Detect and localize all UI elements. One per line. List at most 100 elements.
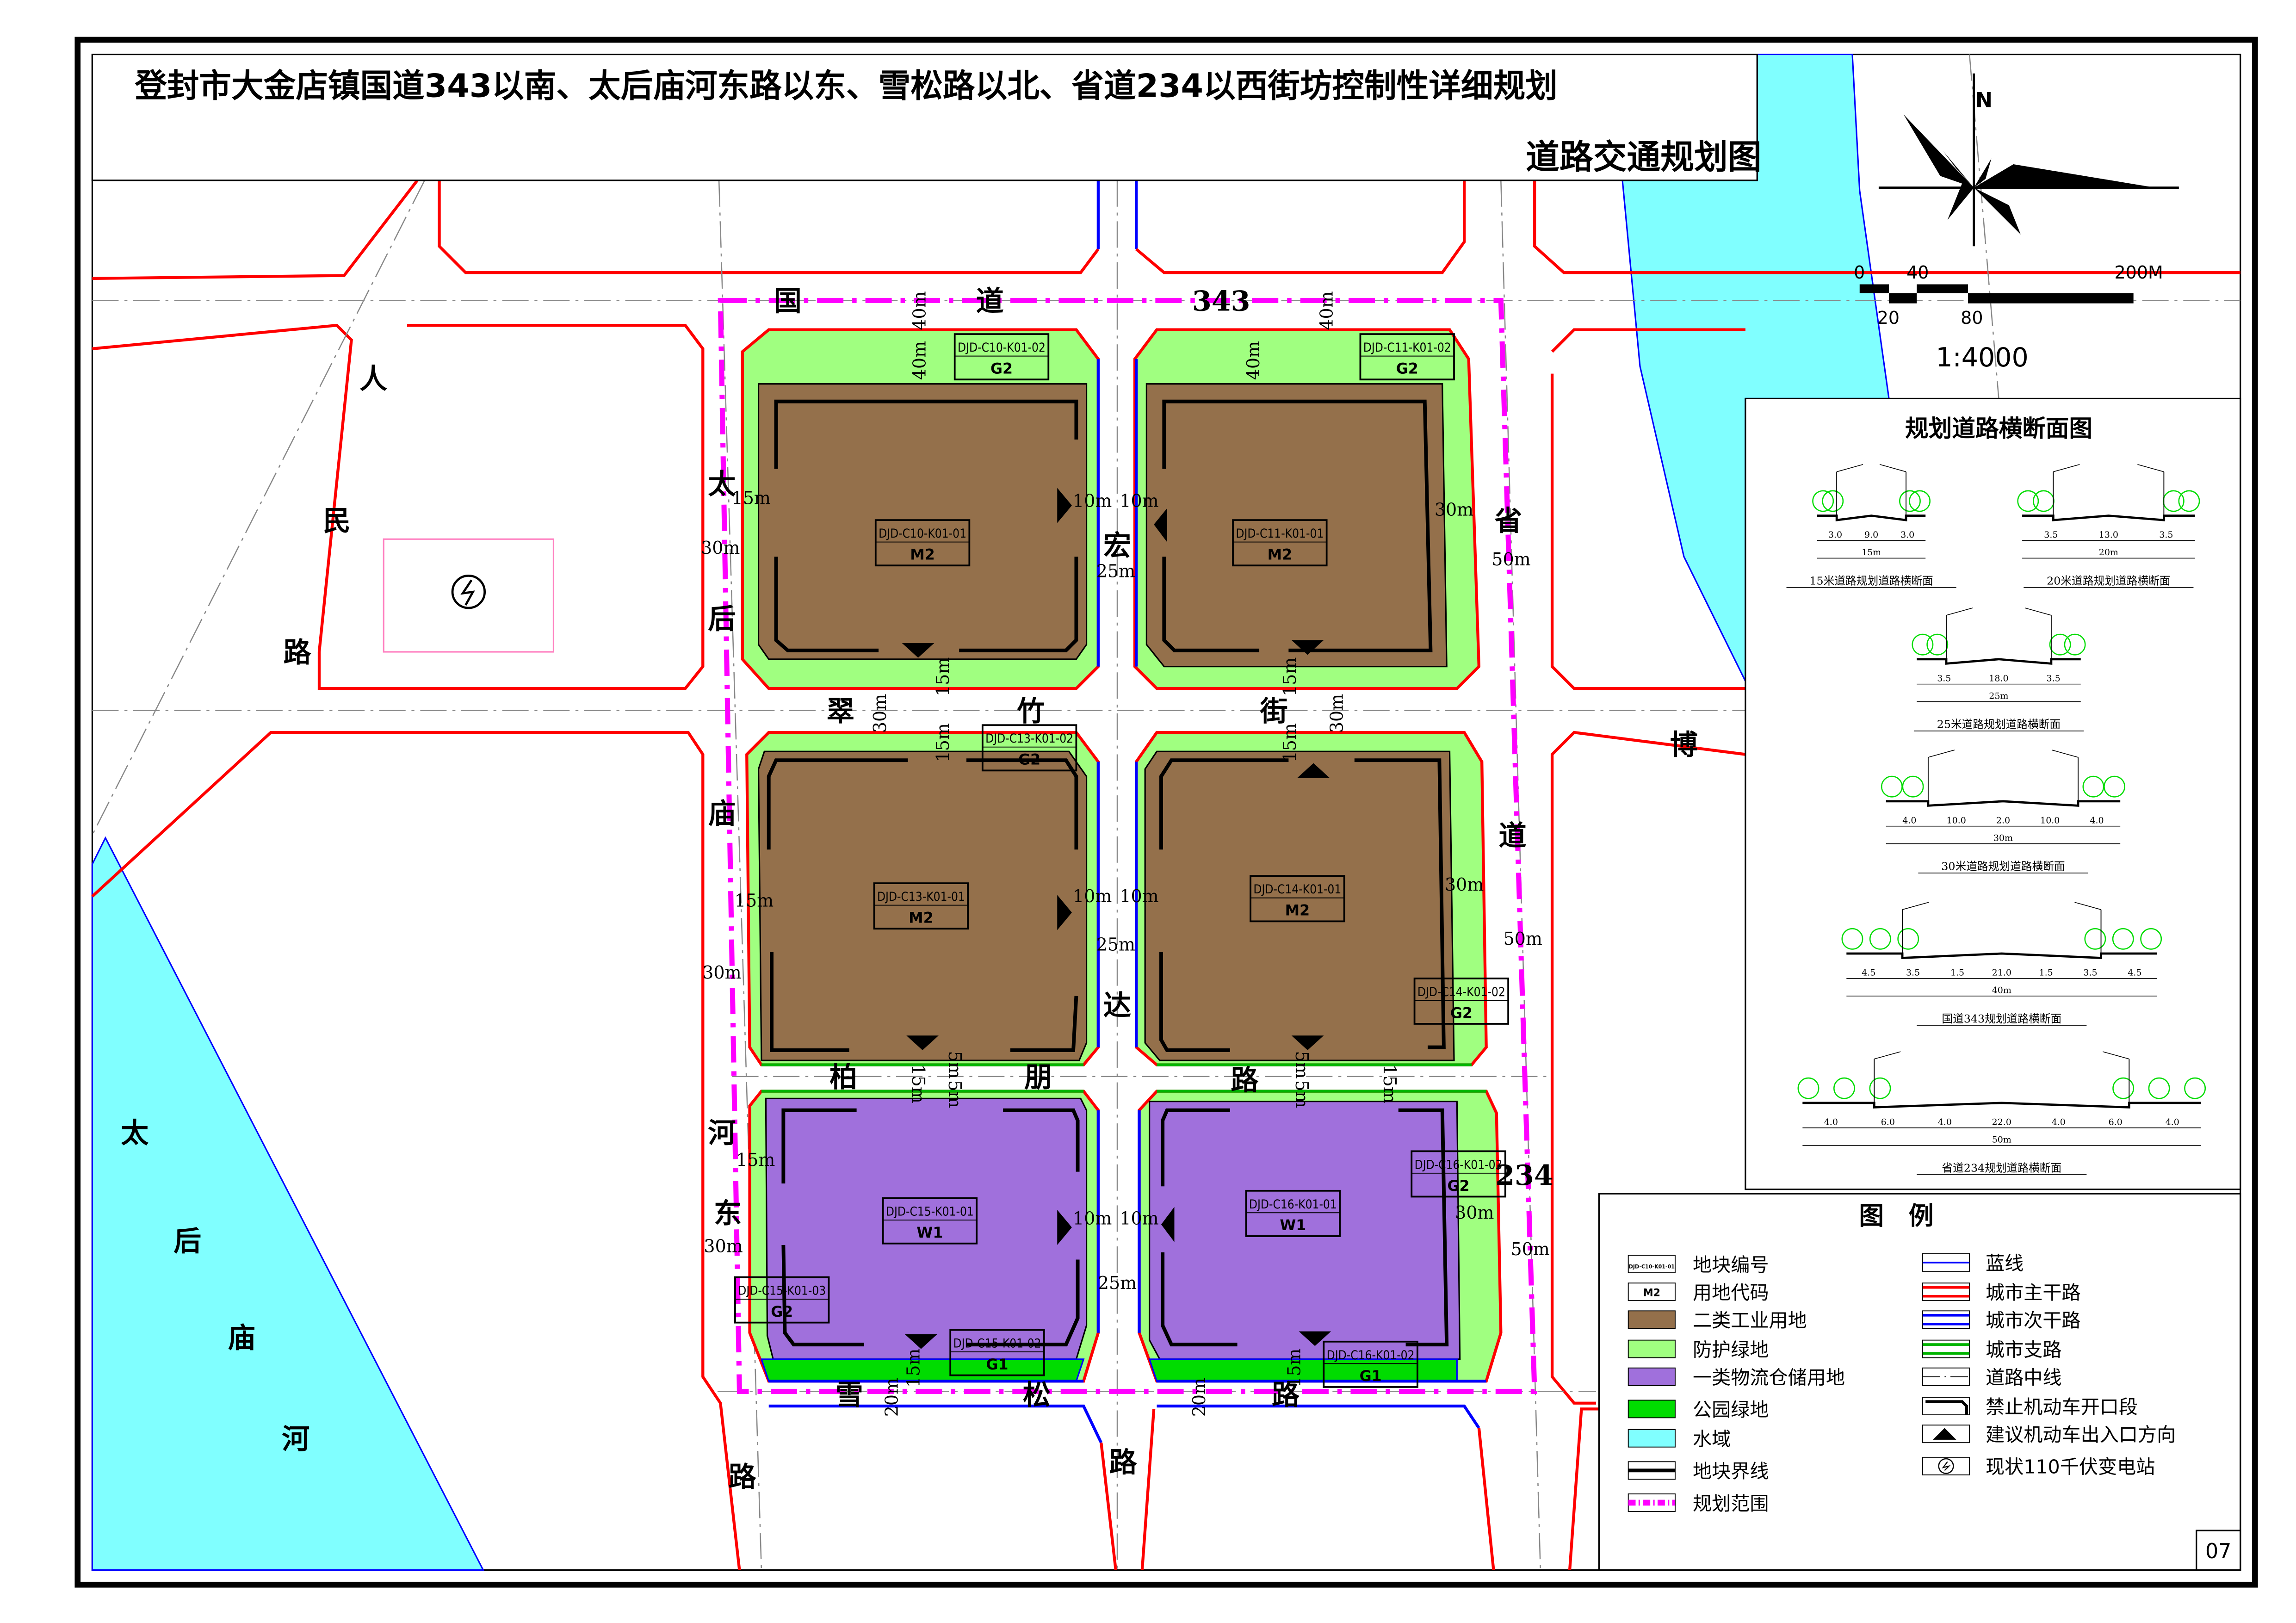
legend-item: 建议机动车出入口方向 — [1922, 1424, 2176, 1446]
road-label-taihoumiao-east: 庙 — [708, 798, 736, 830]
dimension-label: 10m — [1073, 886, 1112, 906]
road-label-xuesong: 松 — [1023, 1379, 1051, 1412]
road-label-taihoumiao-east: 路 — [729, 1461, 757, 1493]
page-number-box — [2196, 1530, 2241, 1571]
road-label-guodao343: 道 — [976, 285, 1004, 318]
road-labels: 国 道 343 太 后 庙 河 东 路 人 民 路 宏 达 路 翠 竹 街 柏 … — [121, 285, 1698, 1494]
access-arrow-icon — [1057, 1209, 1072, 1245]
parcel-code: DJD-C10-K01-02 — [958, 341, 1046, 355]
segment-width: 4.0 — [1902, 815, 1916, 825]
legend-item: 防护绿地 — [1628, 1338, 1769, 1361]
parcel-c10[interactable] — [741, 328, 1100, 690]
parcel-c11[interactable] — [1133, 328, 1481, 690]
dimension-label: 15m — [1280, 723, 1300, 762]
legend-item: 规划范围 — [1628, 1493, 1769, 1515]
dimension-label: 30m — [1455, 1202, 1494, 1223]
segment-width: 6.0 — [2109, 1117, 2123, 1127]
dimension-label: 30m — [701, 538, 740, 558]
parcel-c15[interactable] — [748, 1090, 1100, 1383]
substation-site — [383, 538, 555, 653]
legend-label: 一类物流仓储用地 — [1693, 1367, 1845, 1389]
tree-icon — [2084, 928, 2106, 950]
parcel-c14[interactable] — [1135, 731, 1488, 1066]
access-arrow-icon — [906, 1035, 939, 1050]
dimension-label: 15m — [1284, 1349, 1305, 1388]
legend-swatch — [1628, 1282, 1676, 1301]
access-arrow-icon — [905, 1334, 937, 1349]
segment-width: 4.0 — [1938, 1117, 1952, 1127]
legend-swatch — [1628, 1429, 1676, 1448]
dimension-label: 10m — [1120, 491, 1158, 511]
dimension-label: 5m — [945, 1051, 965, 1078]
segment-width: 18.0 — [1989, 673, 2008, 683]
access-direction-icons — [902, 488, 1331, 1349]
tree-icon — [1869, 928, 1891, 950]
dimension-label: 25m — [1096, 935, 1135, 955]
tree-icon — [2184, 1077, 2206, 1099]
dimension-label: 30m — [1435, 500, 1473, 520]
parcel-c13[interactable] — [745, 731, 1100, 1066]
dimension-label: 5m — [945, 1080, 965, 1108]
road-label-xuesong: 路 — [1272, 1379, 1300, 1412]
drawing-subtitle: 道路交通规划图 — [1526, 137, 1761, 177]
land-use-code: G1 — [1360, 1368, 1382, 1385]
legend-item: 现状110千伏变电站 — [1922, 1456, 2155, 1478]
segment-width: 4.5 — [2128, 968, 2141, 978]
land-use-code: M2 — [1268, 547, 1293, 564]
legend-item: 公园绿地 — [1628, 1399, 1769, 1421]
tree-icon — [1897, 928, 1919, 950]
dimension-label: 50m — [1510, 1239, 1549, 1259]
land-use-code: G2 — [1450, 1005, 1473, 1022]
segment-width: 3.5 — [1906, 968, 1920, 978]
parcel-code: DJD-C10-K01-01 — [879, 527, 966, 541]
road-label-shengdao234: 省 — [1494, 505, 1522, 537]
tree-icon — [1899, 490, 1921, 512]
segment-width: 10.0 — [2040, 815, 2060, 825]
road-label-taihoumiao-east: 太 — [708, 468, 736, 501]
access-arrow-icon — [902, 643, 934, 658]
legend-label: 建议机动车出入口方向 — [1986, 1424, 2176, 1446]
river-label: 后 — [173, 1226, 201, 1258]
planning-boundary — [718, 297, 1537, 1394]
tree-icon — [1797, 1077, 1819, 1099]
parcel-code: DJD-C13-K01-02 — [985, 731, 1073, 746]
road-label-taihoumiao-east: 东 — [714, 1197, 742, 1230]
road-label-guodao343: 343 — [1192, 285, 1250, 318]
road-label-hongda: 路 — [1109, 1446, 1138, 1479]
dimension-label: 15m — [735, 891, 774, 911]
section-total-width: 30m — [1993, 833, 2013, 843]
legend-label: 防护绿地 — [1693, 1338, 1769, 1361]
parcel-code: DJD-C13-K01-01 — [877, 890, 965, 904]
dimension-label: 40m — [909, 291, 929, 330]
river-label: 庙 — [228, 1322, 255, 1354]
legend-label: 道路中线 — [1986, 1367, 2062, 1389]
dimension-label: 5m — [1292, 1080, 1312, 1108]
legend-label: 蓝线 — [1986, 1252, 2024, 1275]
tree-icon — [2049, 633, 2071, 656]
dimension-label: 15m — [933, 723, 953, 762]
segment-width: 9.0 — [1864, 530, 1878, 540]
legend-label: 地块界线 — [1693, 1460, 1769, 1482]
road-label-renmin: 人 — [359, 363, 387, 395]
tree-icon — [2140, 928, 2162, 950]
legend-panel — [1598, 1193, 2241, 1571]
parcel-code: DJD-C14-K01-02 — [1417, 985, 1505, 999]
substation-icon — [451, 575, 486, 609]
north-label: N — [1975, 89, 1993, 112]
segment-width: 1.5 — [2039, 968, 2053, 978]
legend-item: 一类物流仓储用地 — [1628, 1367, 1845, 1389]
